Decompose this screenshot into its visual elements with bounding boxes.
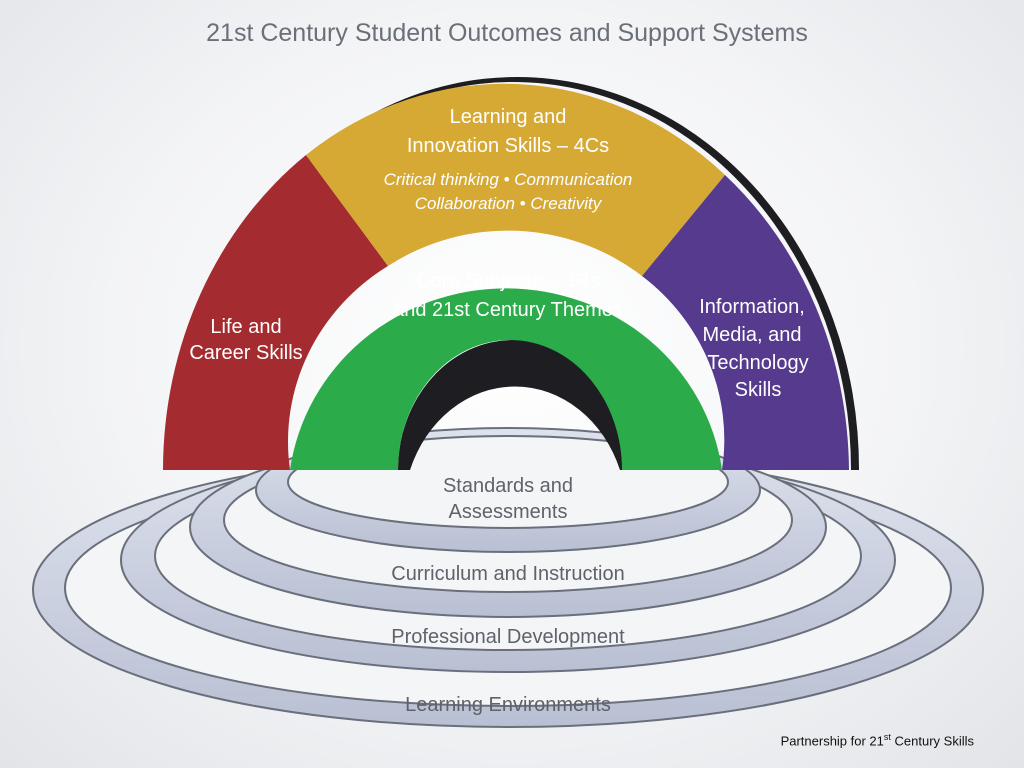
svg-text:Skills: Skills bbox=[735, 379, 782, 401]
core-subjects-label: Core Subjects – 3Rs and 21st Century The… bbox=[393, 270, 623, 321]
learning-environments-label: Learning Environments bbox=[405, 694, 611, 716]
svg-text:Learning and: Learning and bbox=[450, 106, 567, 128]
standards-label-line2: Assessments bbox=[449, 501, 568, 523]
svg-text:Collaboration • Creativity: Collaboration • Creativity bbox=[415, 194, 603, 213]
svg-text:Career Skills: Career Skills bbox=[189, 342, 302, 364]
svg-text:Innovation Skills – 4Cs: Innovation Skills – 4Cs bbox=[407, 135, 609, 157]
life-career-segment bbox=[163, 155, 388, 470]
learning-innovation-label: Learning and Innovation Skills – 4Cs Cri… bbox=[384, 106, 633, 213]
standards-label-line1: Standards and bbox=[443, 475, 573, 497]
information-media-label: Information, Media, and Technology Skill… bbox=[699, 296, 808, 401]
core-subjects-band bbox=[290, 288, 722, 470]
professional-development-label: Professional Development bbox=[391, 626, 625, 648]
svg-text:Life and: Life and bbox=[210, 316, 281, 338]
curriculum-label: Curriculum and Instruction bbox=[391, 563, 624, 585]
svg-text:and 21st Century Themes: and 21st Century Themes bbox=[393, 299, 623, 321]
information-media-segment bbox=[642, 175, 849, 470]
svg-text:Technology: Technology bbox=[707, 352, 808, 374]
outcomes-arch bbox=[163, 83, 849, 470]
learning-innovation-segment bbox=[306, 83, 725, 276]
source-credit: Partnership for 21st Century Skills bbox=[780, 731, 974, 748]
svg-text:Information,: Information, bbox=[699, 296, 805, 318]
diagram-title: 21st Century Student Outcomes and Suppor… bbox=[206, 19, 808, 47]
svg-text:Core Subjects – 3Rs: Core Subjects – 3Rs bbox=[416, 270, 599, 292]
life-career-label: Life and Career Skills bbox=[189, 316, 302, 364]
svg-text:Critical thinking • Communicat: Critical thinking • Communication bbox=[384, 170, 633, 189]
svg-text:Media, and: Media, and bbox=[703, 324, 802, 346]
